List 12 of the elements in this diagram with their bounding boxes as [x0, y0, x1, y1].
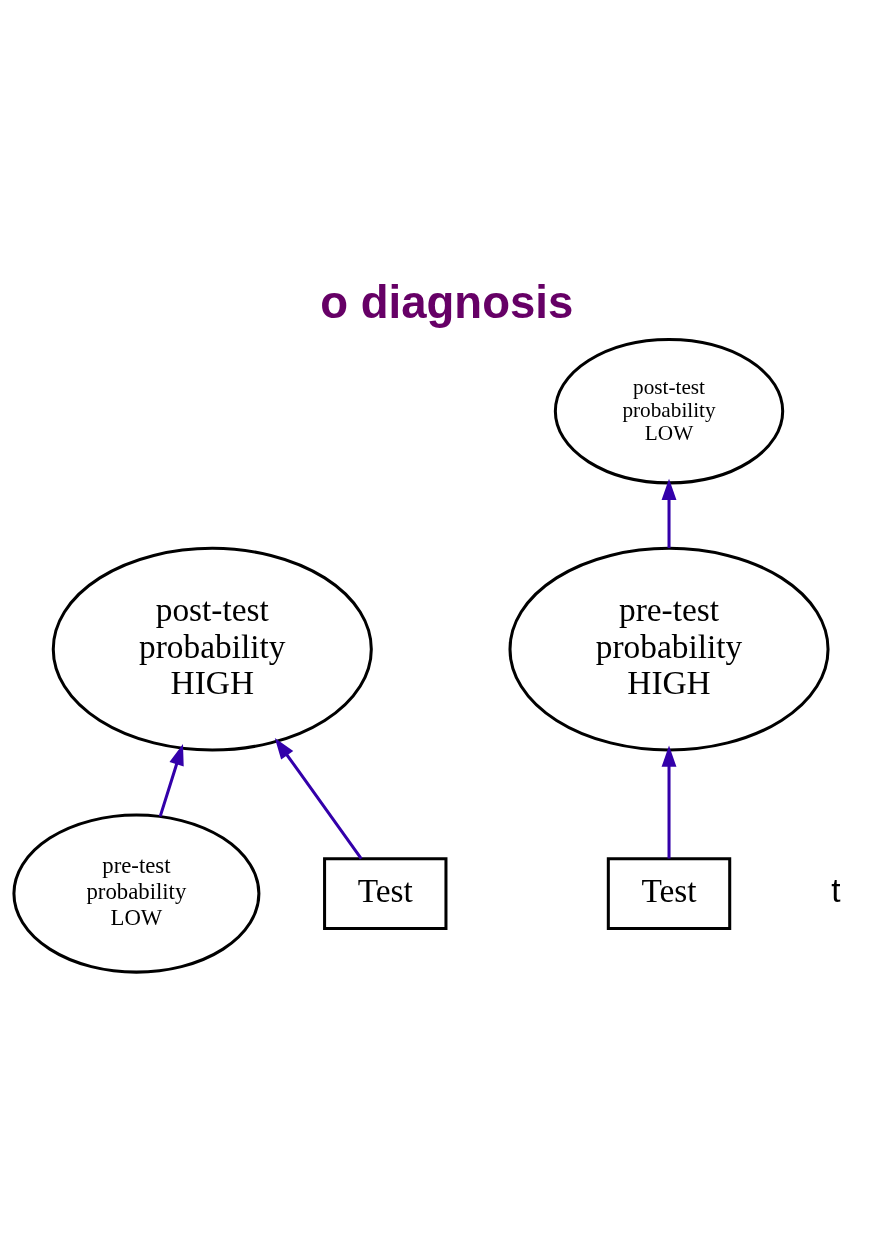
node-ellipse: post-test probability HIGH	[51, 546, 373, 752]
node-ellipse: pre-test probability LOW	[12, 813, 261, 974]
diagram-title: o diagnosis	[320, 277, 574, 329]
node-ellipse: pre-test probability HIGH	[508, 546, 830, 752]
node-ellipse: post-test probability LOW	[553, 337, 785, 485]
arrow	[661, 478, 677, 548]
label: t	[831, 872, 841, 910]
node-box: Test	[606, 857, 732, 930]
arrow	[158, 743, 184, 817]
arrow	[661, 745, 677, 859]
arrow	[274, 737, 363, 860]
node-box: Test	[323, 857, 448, 930]
